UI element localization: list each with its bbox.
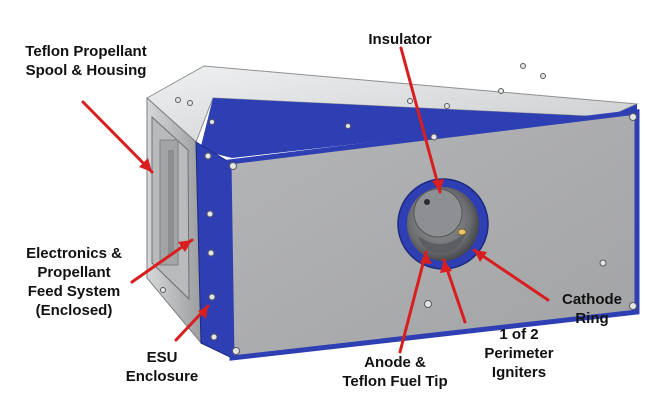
arrow-insulator bbox=[399, 46, 442, 194]
arrow-anode bbox=[398, 250, 428, 354]
label-cathode: Cathode Ring bbox=[562, 291, 622, 327]
label-insulator: Insulator bbox=[368, 31, 432, 48]
top-blue-strip bbox=[200, 98, 637, 158]
insulator bbox=[413, 188, 463, 238]
arrow-cathode bbox=[472, 248, 550, 302]
label-teflon-spool: Teflon Propellant Spool & Housing bbox=[25, 43, 147, 79]
arrow-teflon-spool bbox=[81, 100, 154, 174]
label-igniters: 1 of 2 Perimeter Igniters bbox=[484, 326, 554, 381]
label-esu-enclosure: ESU Enclosure bbox=[125, 349, 199, 385]
anode-fuel-tip bbox=[418, 232, 466, 254]
esu-blue-panel bbox=[195, 141, 233, 359]
label-anode: Anode & Teflon Fuel Tip bbox=[342, 354, 448, 390]
label-electronics: Electronics & Propellant Feed System (En… bbox=[26, 245, 122, 319]
